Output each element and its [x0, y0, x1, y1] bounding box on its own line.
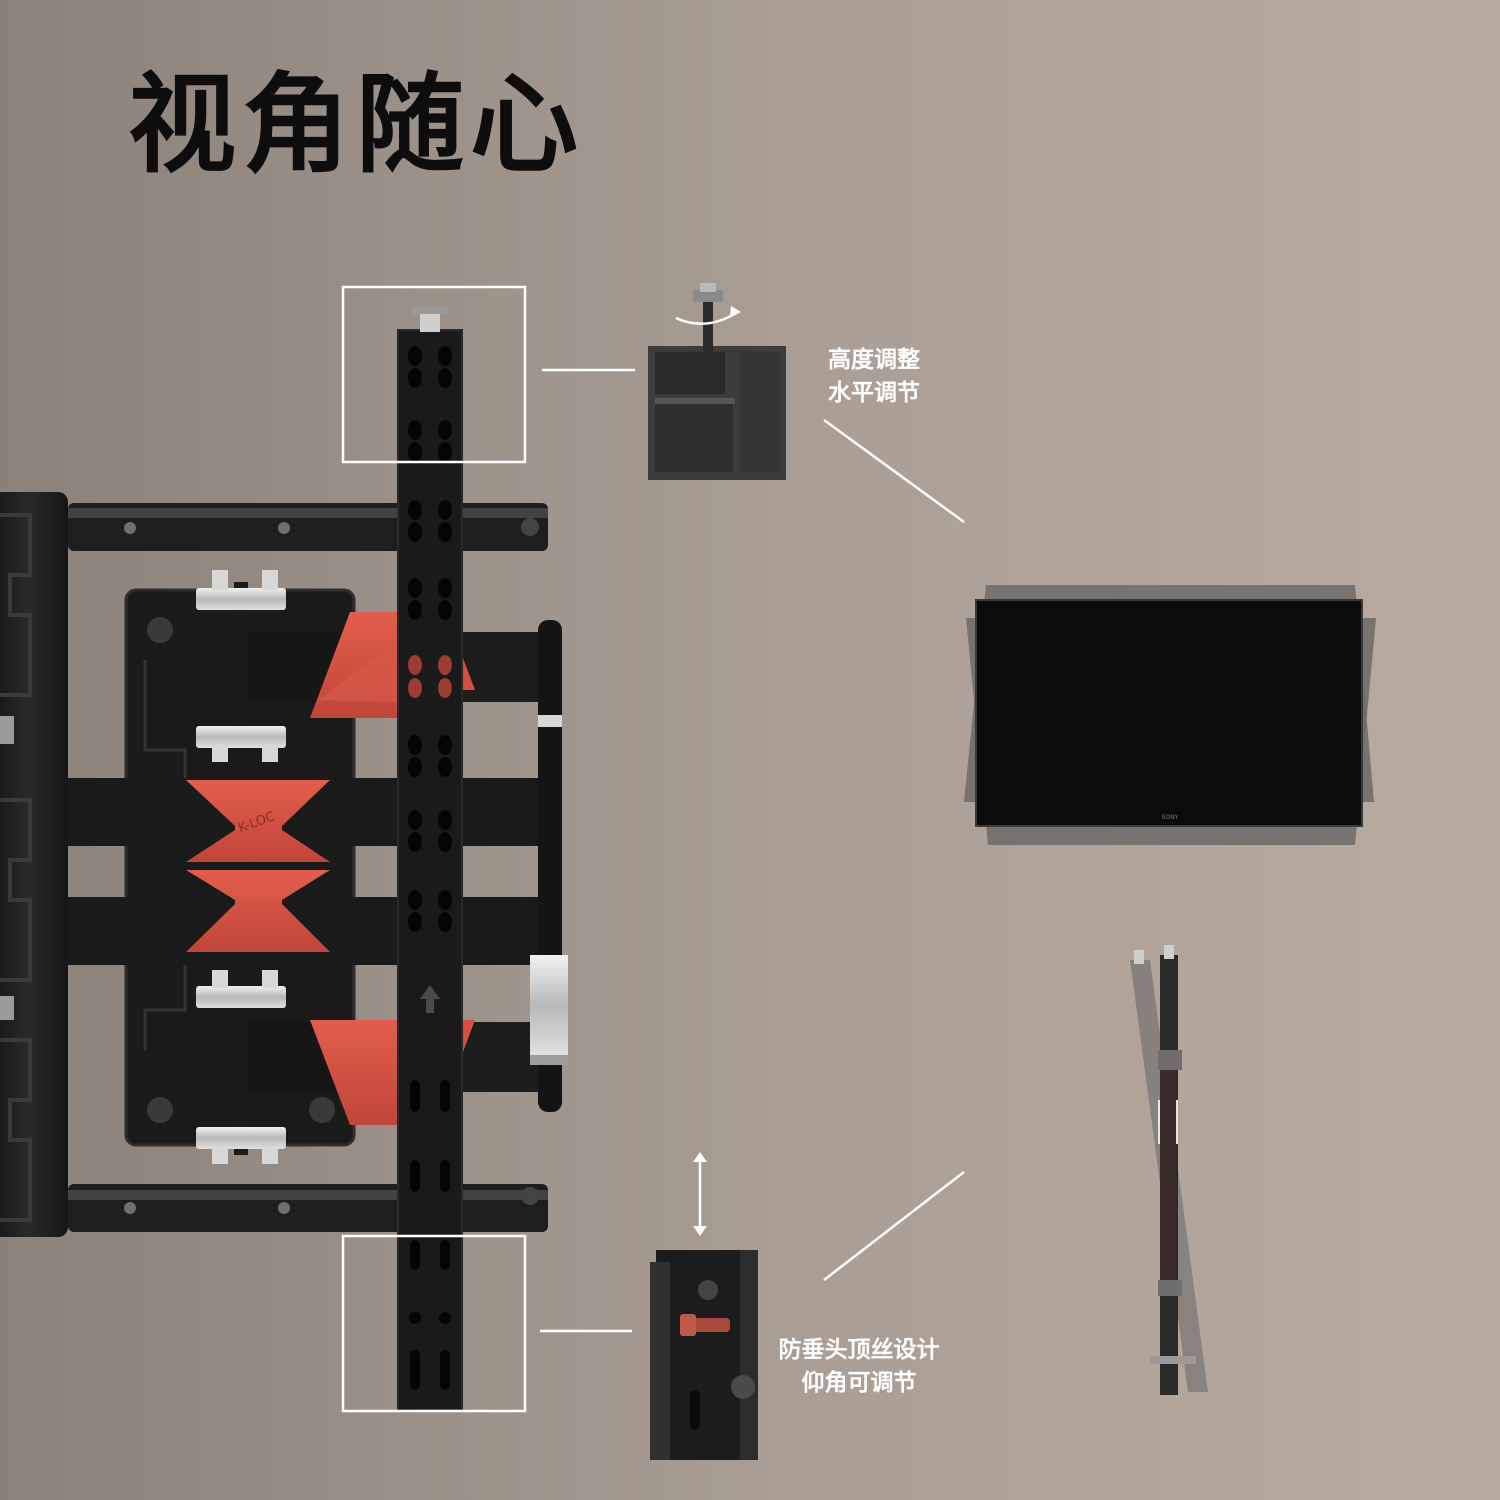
highlight-box-top	[341, 285, 527, 464]
callout-anti-droop: 防垂头顶丝设计 仰角可调节	[764, 1334, 954, 1400]
arm-pole	[530, 620, 568, 1112]
lower-pivot-pin	[196, 970, 286, 1164]
callout-height-adjust: 高度调整 水平调节	[828, 344, 920, 410]
page-title: 视角随心	[128, 63, 585, 188]
callout-bottom-line1: 防垂头顶丝设计	[778, 1337, 940, 1363]
vertical-mounting-bar	[397, 306, 463, 1411]
height-adjust-detail	[648, 283, 786, 480]
callout-top-line1: 高度调整	[828, 347, 920, 373]
up-arrow-icon	[420, 985, 440, 1013]
bottom-horizontal-rail	[68, 1184, 548, 1232]
wall-mount-assembly: K-LOC	[0, 285, 568, 1413]
red-lock-blocks: K-LOC	[186, 612, 475, 1125]
wall-plate	[0, 492, 68, 1237]
leader-lines	[540, 368, 965, 1333]
callout-top-line2: 水平调节	[828, 380, 920, 406]
highlight-box-bottom	[341, 1234, 527, 1413]
arm-base-plate	[124, 588, 356, 1147]
anti-droop-detail	[650, 1152, 758, 1460]
side-tilt-illustration	[1130, 945, 1208, 1395]
top-horizontal-rail	[68, 503, 548, 551]
upper-pivot-pin	[196, 570, 286, 762]
tv-tilt-illustration: SONY	[964, 585, 1376, 845]
tv-brand-text: SONY	[1162, 814, 1179, 821]
callout-bottom-line2: 仰角可调节	[801, 1370, 917, 1396]
